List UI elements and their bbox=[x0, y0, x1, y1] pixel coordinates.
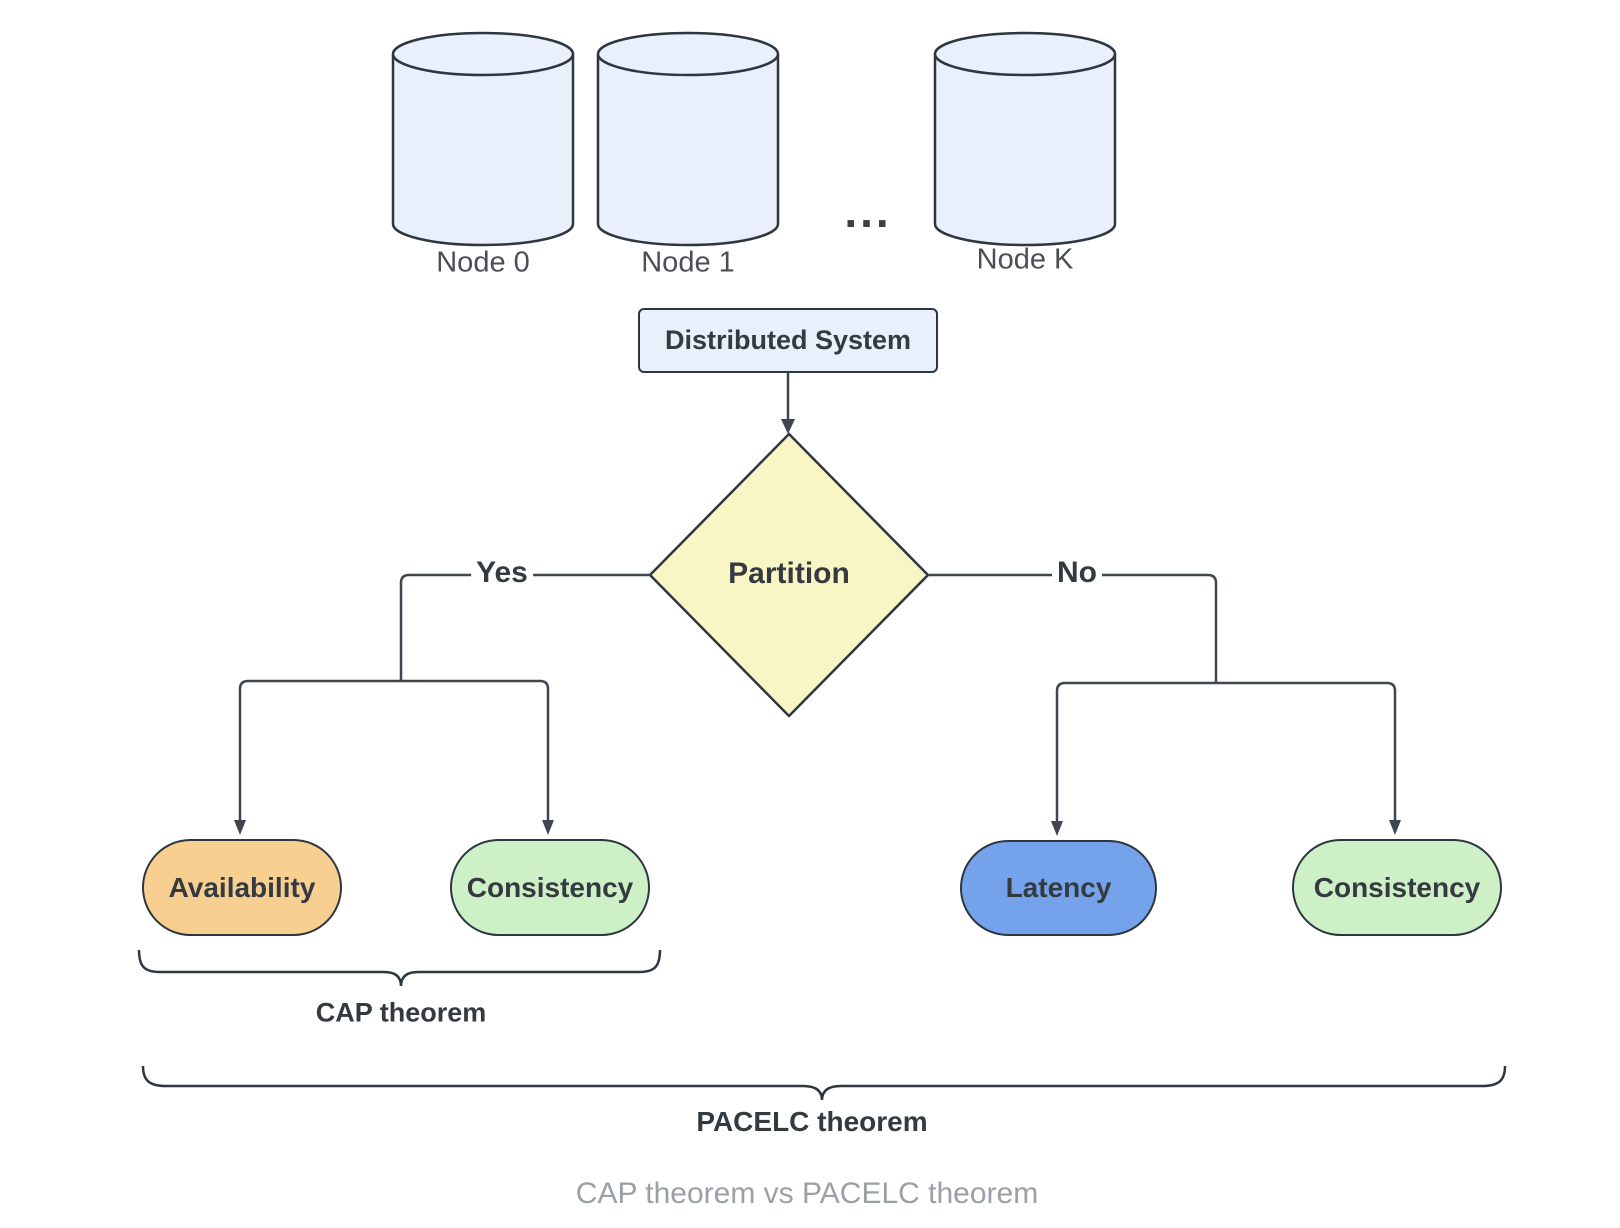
arrowhead-consistency-right bbox=[1389, 820, 1401, 835]
latency-label: Latency bbox=[1005, 872, 1112, 903]
partition-diamond bbox=[648, 432, 930, 718]
node0-cylinder-icon bbox=[391, 31, 575, 247]
pacelc-theorem-label: PACELC theorem bbox=[696, 1106, 928, 1137]
nodek-label: Node K bbox=[976, 243, 1074, 276]
no-branch-line bbox=[928, 573, 1218, 683]
consistency-right-pill: Consistency bbox=[1292, 839, 1502, 936]
arrowhead-availability bbox=[234, 820, 246, 835]
yes-split-line bbox=[238, 679, 550, 822]
more-nodes-ellipsis: ... bbox=[844, 185, 892, 237]
consistency-left-pill: Consistency bbox=[450, 839, 650, 936]
yes-label: Yes bbox=[471, 556, 533, 590]
no-split-line bbox=[1055, 681, 1397, 823]
availability-label: Availability bbox=[168, 871, 316, 903]
nodek-cylinder-icon bbox=[933, 31, 1117, 247]
consistency-right-label: Consistency bbox=[1313, 871, 1481, 903]
yes-branch-line bbox=[399, 573, 650, 681]
arrowhead-consistency-left bbox=[542, 820, 554, 835]
arrowhead-latency bbox=[1051, 821, 1063, 836]
partition-label: Partition bbox=[728, 557, 850, 590]
node0-label: Node 0 bbox=[436, 246, 530, 279]
cap-brace bbox=[137, 949, 662, 987]
distributed-system-box: Distributed System bbox=[638, 308, 938, 373]
no-label: No bbox=[1052, 556, 1102, 590]
availability-pill: Availability bbox=[142, 839, 342, 936]
node1-label: Node 1 bbox=[641, 246, 735, 279]
node1-cylinder-icon bbox=[596, 31, 780, 247]
latency-pill: Latency bbox=[960, 840, 1157, 936]
distributed-system-label: Distributed System bbox=[664, 325, 912, 355]
pacelc-brace bbox=[141, 1065, 1507, 1101]
cap-theorem-label: CAP theorem bbox=[315, 997, 487, 1028]
diagram-caption: CAP theorem vs PACELC theorem bbox=[575, 1177, 1039, 1210]
consistency-left-label: Consistency bbox=[466, 871, 634, 903]
arrowhead-partition bbox=[781, 419, 795, 434]
